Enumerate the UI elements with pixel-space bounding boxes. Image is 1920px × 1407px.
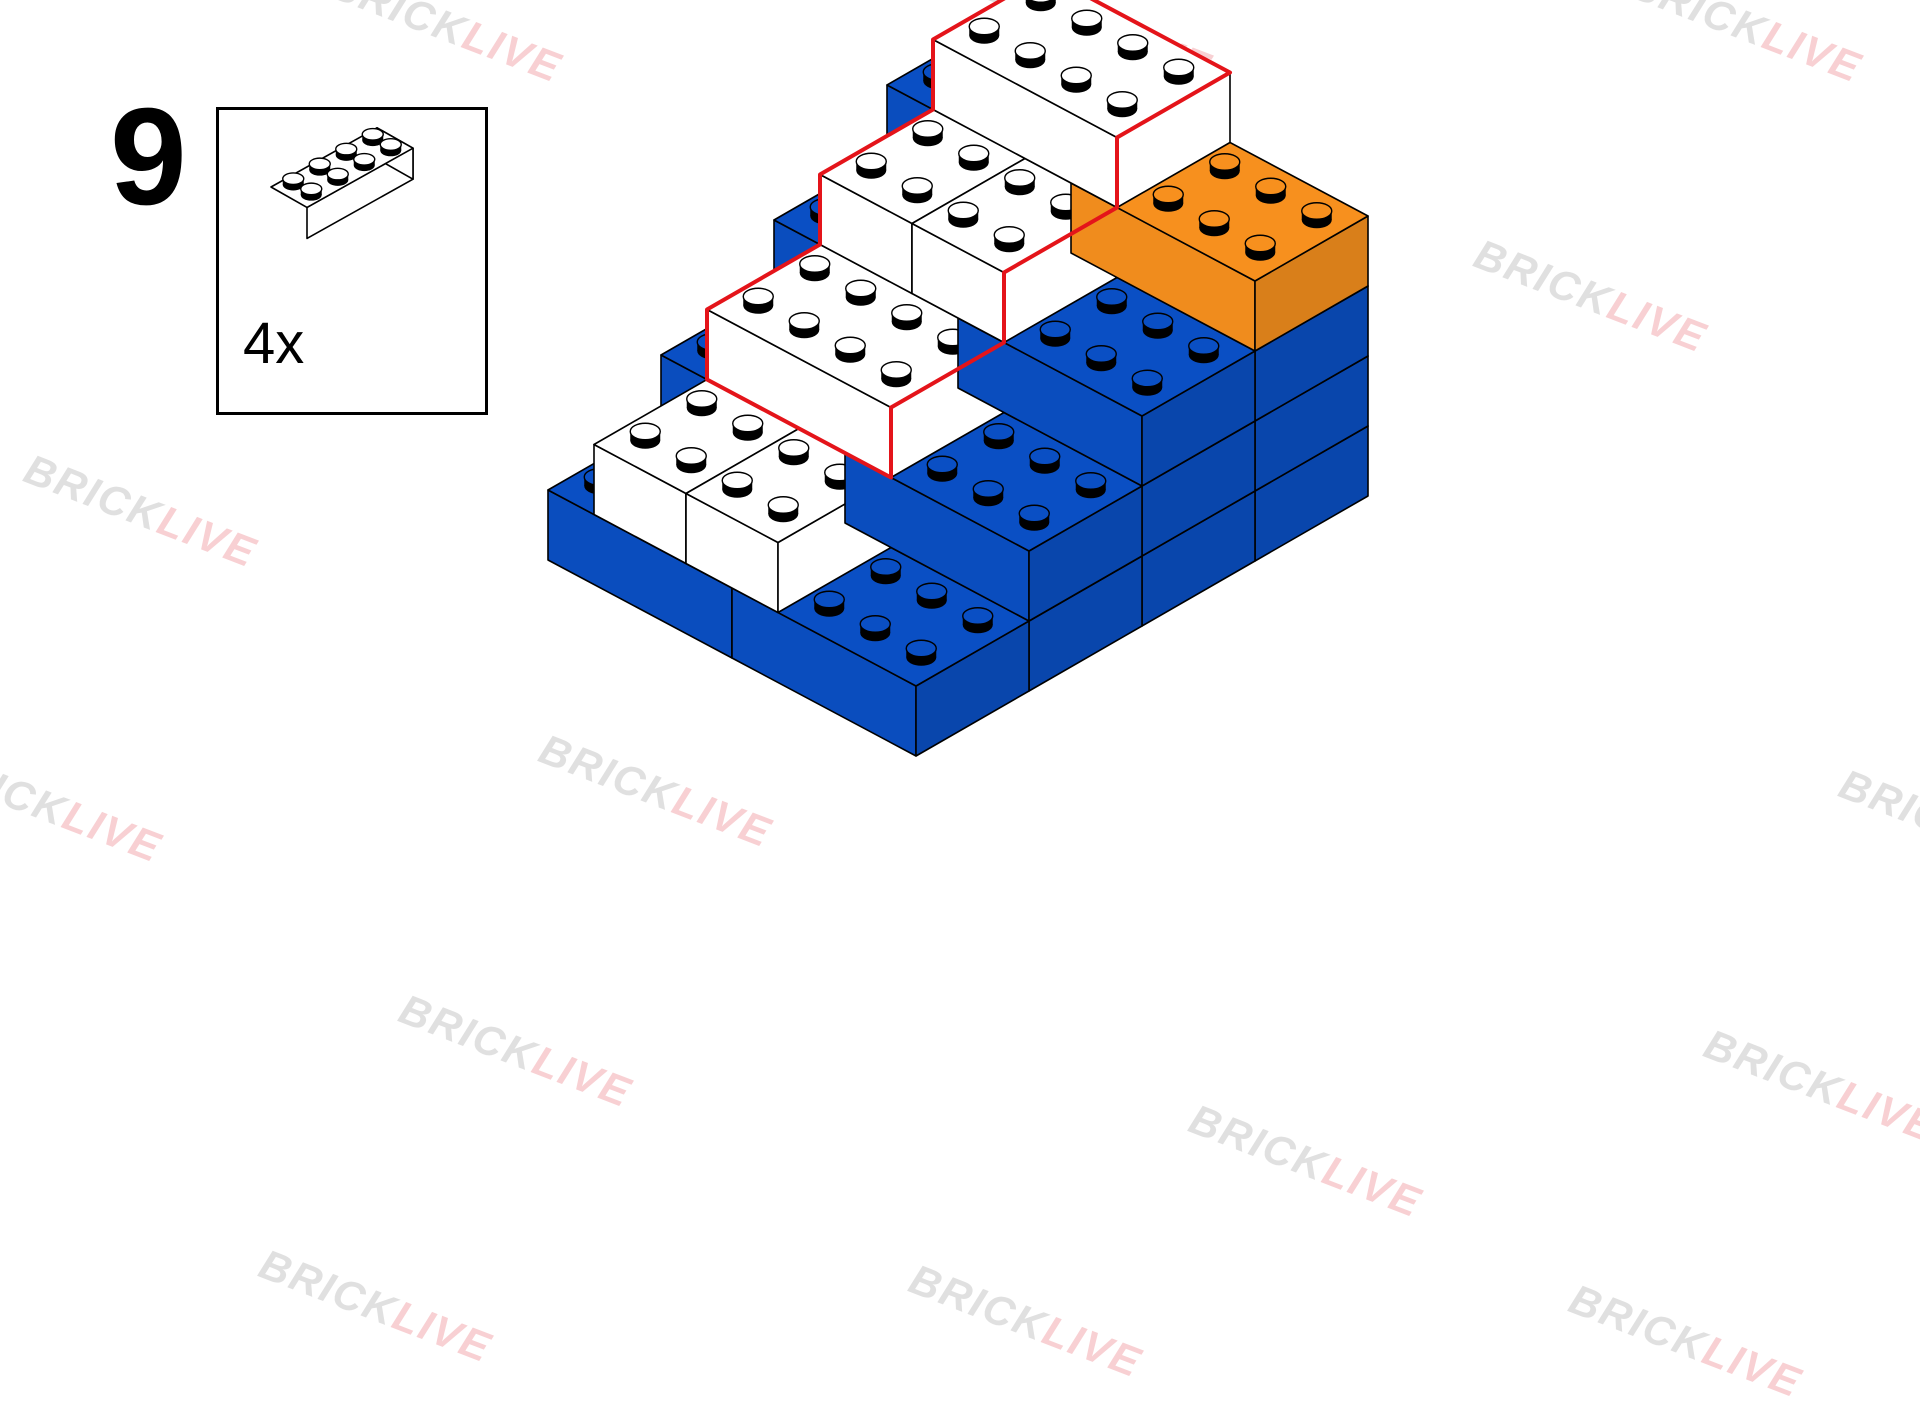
blue-brick: [844, 387, 1143, 622]
part-quantity: 4x: [243, 311, 305, 376]
stud: [1142, 312, 1174, 339]
stud: [1301, 202, 1333, 229]
brick-2x4-white-icon: [270, 126, 414, 240]
stud: [353, 152, 376, 172]
stud: [721, 471, 753, 498]
stud: [1029, 447, 1061, 474]
stud: [799, 255, 831, 282]
stud: [1060, 66, 1092, 93]
stud: [1039, 320, 1071, 347]
stud: [972, 480, 1004, 507]
stud: [1152, 185, 1184, 212]
stud: [1018, 504, 1050, 531]
new-parts-highlight-outline: [705, 0, 1232, 480]
stud: [916, 582, 948, 609]
part-brick-2x4: [270, 126, 414, 240]
stud: [308, 157, 331, 176]
stud: [629, 422, 661, 449]
stud: [1004, 169, 1036, 196]
stud: [778, 439, 810, 466]
stud: [788, 312, 820, 339]
stud: [845, 279, 877, 306]
stud: [300, 182, 323, 201]
stud: [905, 639, 937, 666]
stud: [870, 558, 902, 585]
stud: [1071, 9, 1103, 36]
step-9-model-illustration: [547, 0, 1369, 757]
stud: [958, 144, 990, 171]
stud: [1198, 210, 1230, 237]
stud: [379, 138, 402, 157]
stud: [1131, 369, 1163, 396]
stud: [813, 590, 845, 617]
parts-callout: 4x: [216, 107, 488, 415]
stud: [686, 390, 718, 417]
stud: [1085, 345, 1117, 372]
stud: [361, 127, 384, 147]
stud: [859, 615, 891, 642]
stud: [1209, 153, 1241, 180]
stud: [1014, 42, 1046, 69]
stud: [282, 172, 305, 191]
stud: [968, 17, 1000, 44]
stud: [993, 226, 1025, 253]
stud: [1096, 288, 1128, 315]
stud: [1025, 0, 1056, 12]
stud: [834, 336, 866, 363]
stud: [912, 120, 944, 147]
stud: [901, 177, 933, 204]
stud: [1106, 91, 1138, 118]
stud: [983, 423, 1015, 450]
stud: [326, 167, 349, 186]
stud: [1255, 177, 1287, 204]
step-number: 9: [110, 80, 187, 234]
stud: [855, 152, 887, 179]
stud: [1188, 337, 1220, 364]
stud: [742, 287, 774, 314]
stud: [880, 361, 912, 388]
stud: [335, 142, 358, 161]
stud: [1075, 472, 1107, 499]
stud: [675, 447, 707, 474]
stud: [891, 304, 923, 331]
stud: [767, 496, 799, 523]
stud: [962, 607, 994, 634]
stud: [947, 201, 979, 228]
stud: [1163, 58, 1195, 85]
stud: [1244, 234, 1276, 261]
stud: [732, 414, 764, 441]
stud: [926, 455, 958, 482]
stud: [1117, 34, 1149, 61]
